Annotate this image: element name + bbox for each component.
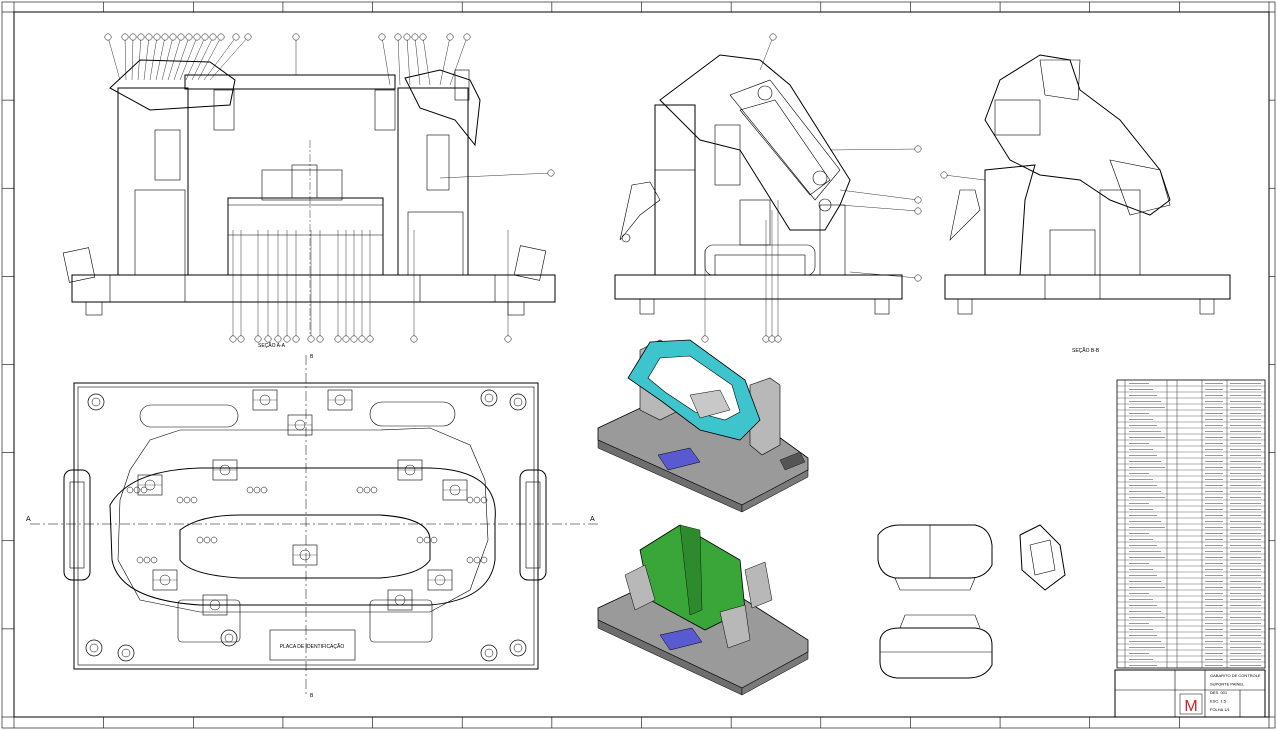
title-block-row: SUPORTE PAINEL	[1210, 682, 1245, 687]
parts-list-table	[1116, 379, 1266, 669]
title-block-row: FOLHA 1/1	[1210, 707, 1231, 712]
cut-marker-left: A	[26, 516, 31, 523]
isometric-view-part	[597, 524, 809, 696]
end-section-view: SEÇÃO B-B	[944, 54, 1231, 354]
title-block-row: GABARITO DE CONTROLE	[1210, 673, 1261, 678]
identification-plate-label: PLACA DE IDENTIFICAÇÃO	[280, 643, 345, 650]
cut-marker-right: A	[590, 516, 595, 523]
plan-view: A A B B PLACA DE IDENTIFICAÇÃO	[26, 354, 600, 699]
title-block: M GABARITO DE CONTROLE SUPORTE PAINEL DES.…	[1114, 669, 1266, 718]
title-block-row: ESC. 1:5	[1210, 699, 1227, 704]
section-view-label: SEÇÃO A-A	[258, 342, 286, 349]
cut-marker-bottom: B	[310, 693, 314, 699]
title-block-row: DES. 001	[1210, 690, 1228, 695]
company-logo: M	[1184, 698, 1197, 715]
cut-marker-top: B	[310, 354, 314, 360]
detail-view-label: SEÇÃO B-B	[1072, 347, 1100, 354]
side-section-view	[614, 33, 986, 343]
isometric-view-fixture	[597, 339, 809, 513]
part-detail-views	[877, 524, 1066, 679]
front-section-view: SEÇÃO A-A	[62, 33, 556, 349]
